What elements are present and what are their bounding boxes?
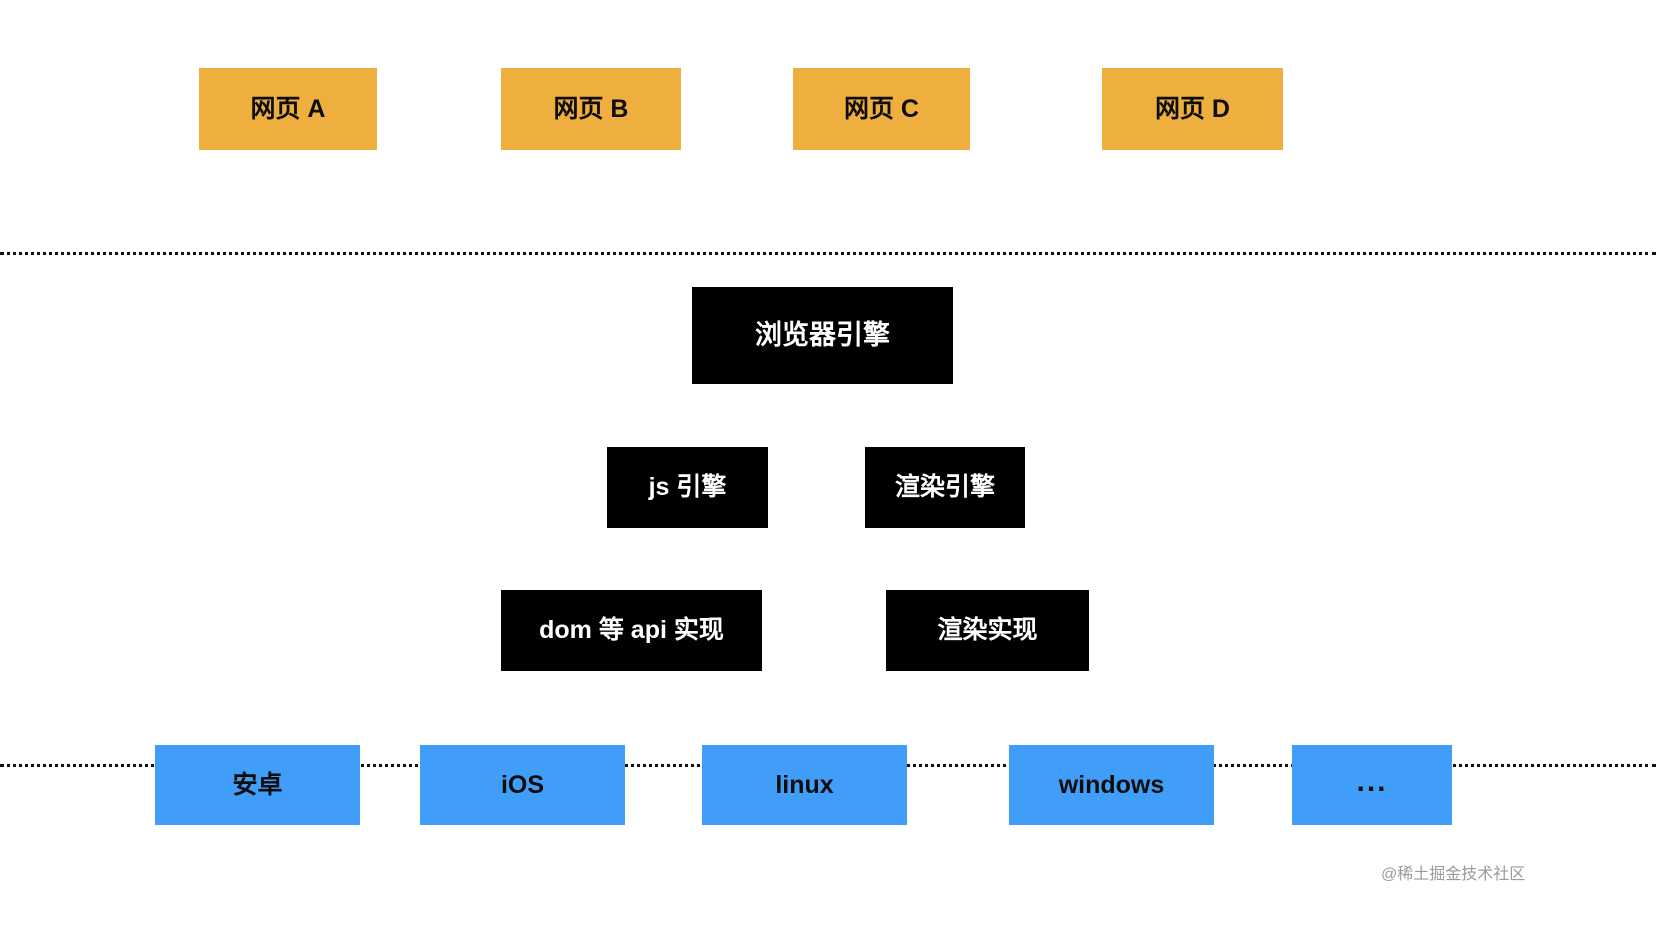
page-box-b: 网页 B bbox=[501, 68, 681, 150]
os-box-more: ... bbox=[1292, 745, 1452, 825]
page-box-c-label: 网页 C bbox=[843, 94, 919, 123]
page-box-a-label: 网页 A bbox=[250, 94, 326, 123]
page-box-d: 网页 D bbox=[1102, 68, 1283, 150]
os-box-android-label: 安卓 bbox=[232, 770, 283, 799]
js-engine-box: js 引擎 bbox=[607, 447, 768, 528]
os-box-windows-label: windows bbox=[1058, 770, 1165, 799]
os-box-linux-label: linux bbox=[775, 770, 834, 799]
watermark: @稀土掘金技术社区 bbox=[1381, 860, 1525, 884]
os-box-linux: linux bbox=[702, 745, 907, 825]
os-box-ios-label: iOS bbox=[500, 770, 545, 799]
page-box-c: 网页 C bbox=[793, 68, 970, 150]
page-box-b-label: 网页 B bbox=[553, 94, 629, 123]
page-box-d-label: 网页 D bbox=[1154, 94, 1230, 123]
page-box-a: 网页 A bbox=[199, 68, 377, 150]
os-box-windows: windows bbox=[1009, 745, 1214, 825]
dom-api-impl-box: dom 等 api 实现 bbox=[501, 590, 762, 671]
render-engine-label: 渲染引擎 bbox=[894, 473, 995, 502]
separator-pages-browser bbox=[0, 252, 1656, 255]
js-engine-label: js 引擎 bbox=[648, 473, 727, 502]
render-engine-box: 渲染引擎 bbox=[865, 447, 1025, 528]
render-impl-box: 渲染实现 bbox=[886, 590, 1089, 671]
browser-engine-box: 浏览器引擎 bbox=[692, 287, 953, 384]
os-box-more-label: ... bbox=[1356, 764, 1388, 798]
render-impl-label: 渲染实现 bbox=[937, 616, 1038, 645]
os-box-android: 安卓 bbox=[155, 745, 360, 825]
dom-api-impl-label: dom 等 api 实现 bbox=[539, 616, 724, 645]
watermark-text: @稀土掘金技术社区 bbox=[1381, 866, 1526, 883]
os-box-ios: iOS bbox=[420, 745, 625, 825]
browser-engine-label: 浏览器引擎 bbox=[755, 319, 890, 350]
